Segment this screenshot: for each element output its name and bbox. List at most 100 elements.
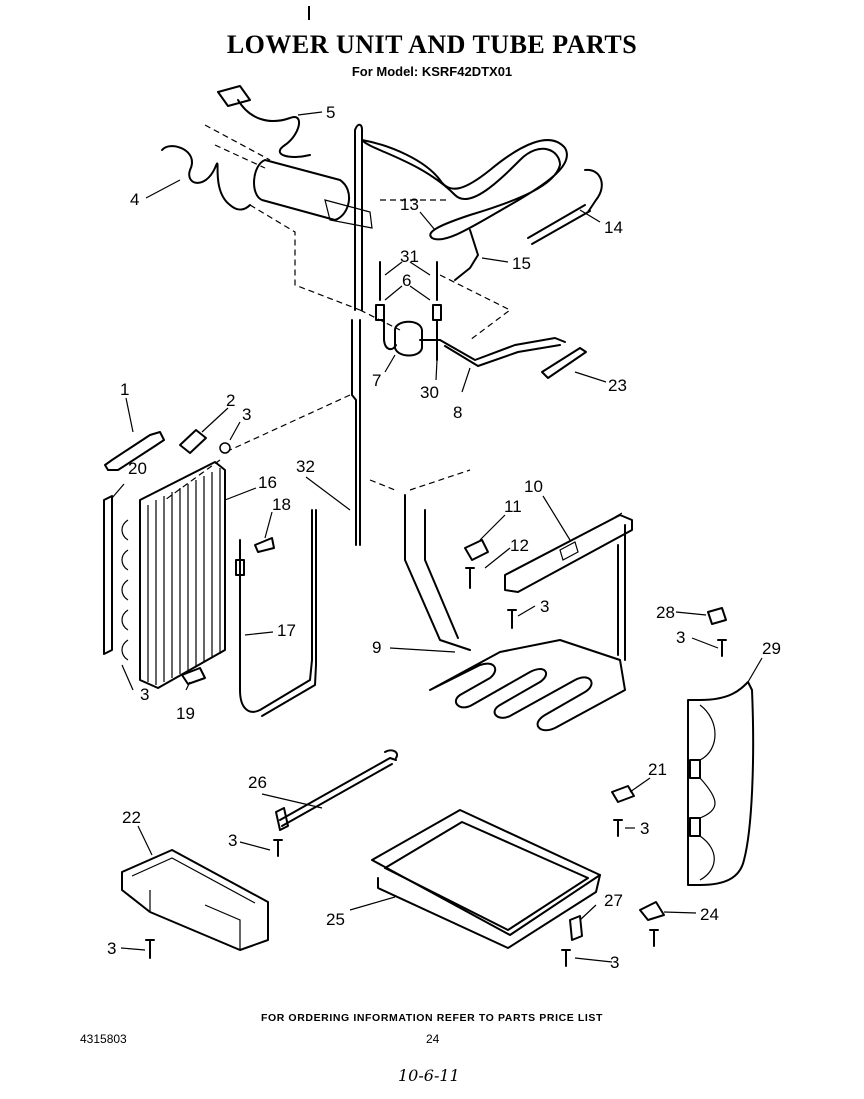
callout-16: 16 bbox=[258, 473, 277, 492]
part-22-inner bbox=[131, 857, 256, 950]
callout-14: 14 bbox=[604, 218, 623, 237]
part-13-coil bbox=[361, 139, 568, 241]
callout-13: 13 bbox=[400, 195, 419, 214]
alignment-lines-mid bbox=[164, 394, 471, 501]
callout-9: 9 bbox=[372, 638, 381, 657]
page-title: LOWER UNIT AND TUBE PARTS bbox=[226, 30, 638, 59]
part-27-clip bbox=[569, 915, 583, 941]
callout-12: 12 bbox=[510, 536, 529, 555]
part-11-clip bbox=[464, 539, 489, 561]
part-23-strip bbox=[541, 347, 587, 379]
callout-27: 27 bbox=[604, 891, 623, 910]
drier-cylinder bbox=[253, 159, 350, 221]
callout-2: 2 bbox=[226, 391, 235, 410]
part-21-clip bbox=[611, 785, 635, 803]
part-3-screw-d bbox=[273, 839, 283, 857]
part-25-tray bbox=[371, 809, 601, 936]
part-29-loop bbox=[687, 681, 755, 886]
scan-mark bbox=[308, 6, 310, 20]
callout-30: 30 bbox=[420, 383, 439, 402]
condenser-coils bbox=[121, 519, 129, 661]
part-3-screw-h bbox=[561, 949, 571, 967]
condenser-fins bbox=[147, 468, 221, 685]
callout-19: 19 bbox=[176, 704, 195, 723]
callout-8: 8 bbox=[453, 403, 462, 422]
callout-21: 21 bbox=[648, 760, 667, 779]
handwritten-date: 10-6-11 bbox=[398, 1066, 460, 1085]
alignment-lines-top bbox=[204, 124, 512, 341]
callout-29: 29 bbox=[762, 639, 781, 658]
page-number: 24 bbox=[426, 1032, 440, 1046]
callout-3-d: 3 bbox=[676, 628, 685, 647]
part-30-tube bbox=[419, 319, 441, 361]
callout-18: 18 bbox=[272, 495, 291, 514]
part-22-pan bbox=[121, 849, 269, 951]
part-17-connector bbox=[235, 559, 245, 576]
part-10-tab bbox=[559, 512, 623, 561]
callout-10: 10 bbox=[524, 477, 543, 496]
part-18-clip bbox=[254, 537, 275, 553]
part-15-line bbox=[454, 229, 479, 281]
part-4-tube bbox=[161, 145, 251, 211]
callout-22: 22 bbox=[122, 808, 141, 827]
part-10-rail bbox=[504, 514, 633, 593]
part-9-tubes bbox=[404, 494, 471, 651]
model-subtitle: For Model: KSRF42DTX01 bbox=[351, 64, 513, 79]
document-number: 4315803 bbox=[80, 1032, 127, 1046]
part-9-coil bbox=[429, 639, 626, 732]
callout-26: 26 bbox=[248, 773, 267, 792]
callout-7: 7 bbox=[372, 371, 381, 390]
callout-6: 6 bbox=[402, 271, 411, 290]
callout-3-h: 3 bbox=[610, 953, 619, 972]
leader-lines bbox=[111, 111, 763, 963]
part-7-valve bbox=[383, 319, 423, 357]
callout-3-c: 3 bbox=[540, 597, 549, 616]
callout-3-e: 3 bbox=[640, 819, 649, 838]
part-17-loop bbox=[239, 509, 317, 717]
callout-3-f: 3 bbox=[228, 831, 237, 850]
part-3-screw-c bbox=[717, 639, 727, 657]
part-31-tubes bbox=[379, 261, 438, 301]
callout-17: 17 bbox=[277, 621, 296, 640]
callout-4: 4 bbox=[130, 190, 139, 209]
callout-1: 1 bbox=[120, 380, 129, 399]
callout-23: 23 bbox=[608, 376, 627, 395]
part-3-screw-a bbox=[219, 442, 231, 454]
callout-20: 20 bbox=[128, 459, 147, 478]
part-3-screw-b bbox=[507, 609, 517, 629]
part-25-rim bbox=[377, 821, 601, 949]
part-16-condenser bbox=[139, 461, 226, 689]
part-14-tube bbox=[527, 168, 603, 245]
callout-25: 25 bbox=[326, 910, 345, 929]
part-3-screw-e bbox=[145, 939, 155, 959]
part-3-screw-g bbox=[649, 929, 659, 947]
part-20-bracket bbox=[103, 495, 113, 655]
part-12-screw bbox=[465, 567, 475, 589]
part-28-clip bbox=[707, 607, 727, 625]
callout-3-b: 3 bbox=[140, 685, 149, 704]
callout-15: 15 bbox=[512, 254, 531, 273]
part-1-cord bbox=[104, 431, 165, 471]
part-24-clip bbox=[639, 901, 665, 921]
callout-31: 31 bbox=[400, 247, 419, 266]
callout-24: 24 bbox=[700, 905, 719, 924]
part-8-tube bbox=[439, 337, 566, 367]
part-26-rod bbox=[279, 749, 398, 827]
part-10-leg bbox=[617, 524, 626, 661]
part-6-fittings bbox=[375, 304, 442, 321]
part-29-inner bbox=[699, 704, 716, 881]
ordering-info-note: FOR ORDERING INFORMATION REFER TO PARTS … bbox=[260, 1012, 604, 1024]
part-19-clip bbox=[181, 667, 206, 685]
callout-28: 28 bbox=[656, 603, 675, 622]
callout-5: 5 bbox=[326, 103, 335, 122]
callout-3-a: 3 bbox=[242, 405, 251, 424]
part-5-tube bbox=[217, 85, 311, 158]
part-26-bracket bbox=[275, 807, 289, 831]
callout-3-g: 3 bbox=[107, 939, 116, 958]
callout-32: 32 bbox=[296, 457, 315, 476]
part-2-clip bbox=[179, 429, 207, 454]
part-3-screw-f bbox=[613, 819, 623, 837]
capillary-tube-32 bbox=[351, 319, 361, 546]
vertical-tube bbox=[354, 123, 363, 311]
